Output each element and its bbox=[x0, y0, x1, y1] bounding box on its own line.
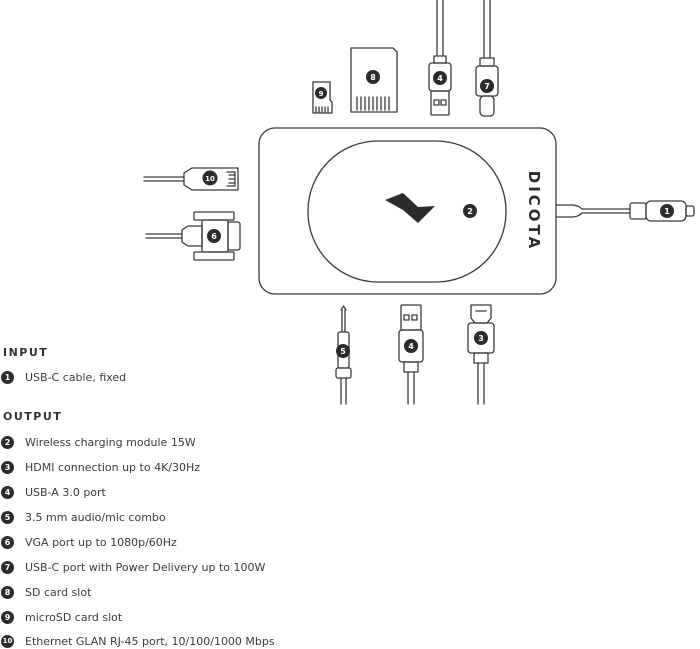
legend-item-5: 5 3.5 mm audio/mic combo bbox=[0, 509, 166, 525]
legend-item-9: 9 microSD card slot bbox=[0, 609, 122, 625]
callout-5: 5 bbox=[336, 344, 350, 358]
number-badge: 6 bbox=[1, 535, 14, 549]
svg-text:9: 9 bbox=[319, 90, 324, 98]
output-heading: OUTPUT bbox=[3, 410, 63, 423]
legend-text: USB-C port with Power Delivery up to 100… bbox=[25, 560, 266, 574]
callout-1: 1 bbox=[660, 204, 674, 218]
legend-item-1: 1 USB-C cable, fixed bbox=[0, 369, 126, 385]
ethernet-connector bbox=[143, 167, 239, 191]
number-badge: 8 bbox=[1, 585, 14, 599]
hub-body bbox=[258, 127, 557, 295]
svg-text:8: 8 bbox=[370, 73, 376, 82]
svg-text:1: 1 bbox=[664, 207, 670, 216]
svg-text:4: 4 bbox=[408, 342, 414, 351]
legend-item-10: 10 Ethernet GLAN RJ-45 port, 10/100/1000… bbox=[0, 633, 275, 649]
hdmi-connector bbox=[467, 304, 495, 405]
callout-9: 9 bbox=[315, 87, 327, 99]
callout-3: 3 bbox=[474, 331, 488, 345]
callout-6: 6 bbox=[207, 229, 221, 243]
sd-card bbox=[350, 47, 398, 113]
number-badge: 10 bbox=[1, 634, 14, 648]
number-badge: 7 bbox=[1, 560, 14, 574]
legend-item-4: 4 USB-A 3.0 port bbox=[0, 484, 106, 500]
legend-text: microSD card slot bbox=[25, 610, 123, 624]
callout-2: 2 bbox=[463, 204, 477, 218]
svg-text:10: 10 bbox=[205, 175, 215, 183]
callout-10: 10 bbox=[202, 170, 218, 186]
usb-a-connector-top bbox=[428, 0, 452, 116]
legend-text: SD card slot bbox=[25, 585, 92, 599]
input-heading: INPUT bbox=[3, 346, 49, 359]
svg-text:4: 4 bbox=[437, 74, 443, 83]
number-badge: 2 bbox=[1, 435, 14, 449]
legend-text: USB-C cable, fixed bbox=[25, 370, 127, 384]
callout-4-top: 4 bbox=[433, 71, 447, 85]
number-badge: 1 bbox=[1, 370, 14, 384]
hub-diagram: DICOTA 1 2 3 4 4 5 6 7 8 9 10 bbox=[143, 0, 695, 405]
legend-item-2: 2 Wireless charging module 15W bbox=[0, 434, 196, 450]
svg-text:5: 5 bbox=[340, 347, 346, 356]
legend-item-8: 8 SD card slot bbox=[0, 584, 91, 600]
usb-a-connector-bottom bbox=[398, 304, 424, 405]
callout-8: 8 bbox=[366, 70, 380, 84]
usb-c-connector-top bbox=[475, 0, 499, 117]
microsd-card bbox=[312, 81, 333, 114]
svg-text:2: 2 bbox=[467, 207, 473, 216]
legend-item-6: 6 VGA port up to 1080p/60Hz bbox=[0, 534, 177, 550]
number-badge: 3 bbox=[1, 460, 14, 474]
usb-c-cable-fixed bbox=[555, 200, 695, 222]
svg-text:7: 7 bbox=[484, 82, 490, 91]
callout-7: 7 bbox=[480, 79, 494, 93]
wireless-charging-pad bbox=[307, 140, 507, 283]
legend-item-3: 3 HDMI connection up to 4K/30Hz bbox=[0, 459, 200, 475]
legend-text: HDMI connection up to 4K/30Hz bbox=[25, 460, 201, 474]
legend-text: USB-A 3.0 port bbox=[25, 485, 106, 499]
legend-text: VGA port up to 1080p/60Hz bbox=[25, 535, 177, 549]
brand-logo: DICOTA bbox=[525, 171, 543, 251]
callout-4-bottom: 4 bbox=[404, 339, 418, 353]
legend-item-7: 7 USB-C port with Power Delivery up to 1… bbox=[0, 559, 265, 575]
svg-text:6: 6 bbox=[211, 232, 217, 241]
number-badge: 5 bbox=[1, 510, 14, 524]
legend-text: Ethernet GLAN RJ-45 port, 10/100/1000 Mb… bbox=[25, 634, 275, 648]
number-badge: 4 bbox=[1, 485, 14, 499]
lightning-bolt-icon bbox=[385, 193, 435, 223]
number-badge: 9 bbox=[1, 610, 14, 624]
svg-text:3: 3 bbox=[478, 334, 484, 343]
vga-connector bbox=[145, 211, 241, 261]
legend-text: Wireless charging module 15W bbox=[25, 435, 196, 449]
legend-text: 3.5 mm audio/mic combo bbox=[25, 510, 166, 524]
